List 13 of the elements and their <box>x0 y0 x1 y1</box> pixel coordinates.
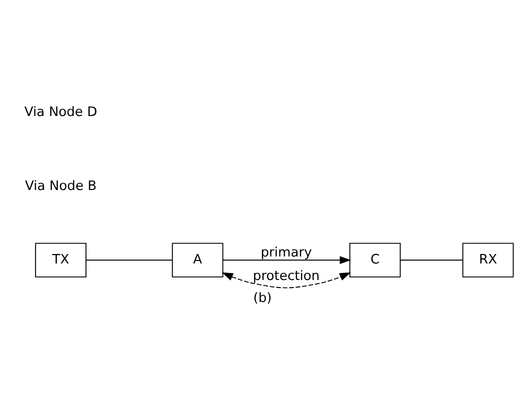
arrow <box>222 272 351 288</box>
node-box: A <box>172 242 224 278</box>
edge-label: protection <box>252 268 320 284</box>
connector <box>86 260 172 261</box>
connector <box>400 260 464 261</box>
node-box: TX <box>35 242 86 278</box>
node-box: RX <box>462 242 514 278</box>
label: Via Node D <box>24 105 98 120</box>
label: Via Node B <box>24 178 97 194</box>
node-box: C <box>349 242 401 278</box>
edge-label: primary <box>260 246 312 261</box>
arrow <box>222 256 352 264</box>
caption: (b) <box>253 290 272 306</box>
